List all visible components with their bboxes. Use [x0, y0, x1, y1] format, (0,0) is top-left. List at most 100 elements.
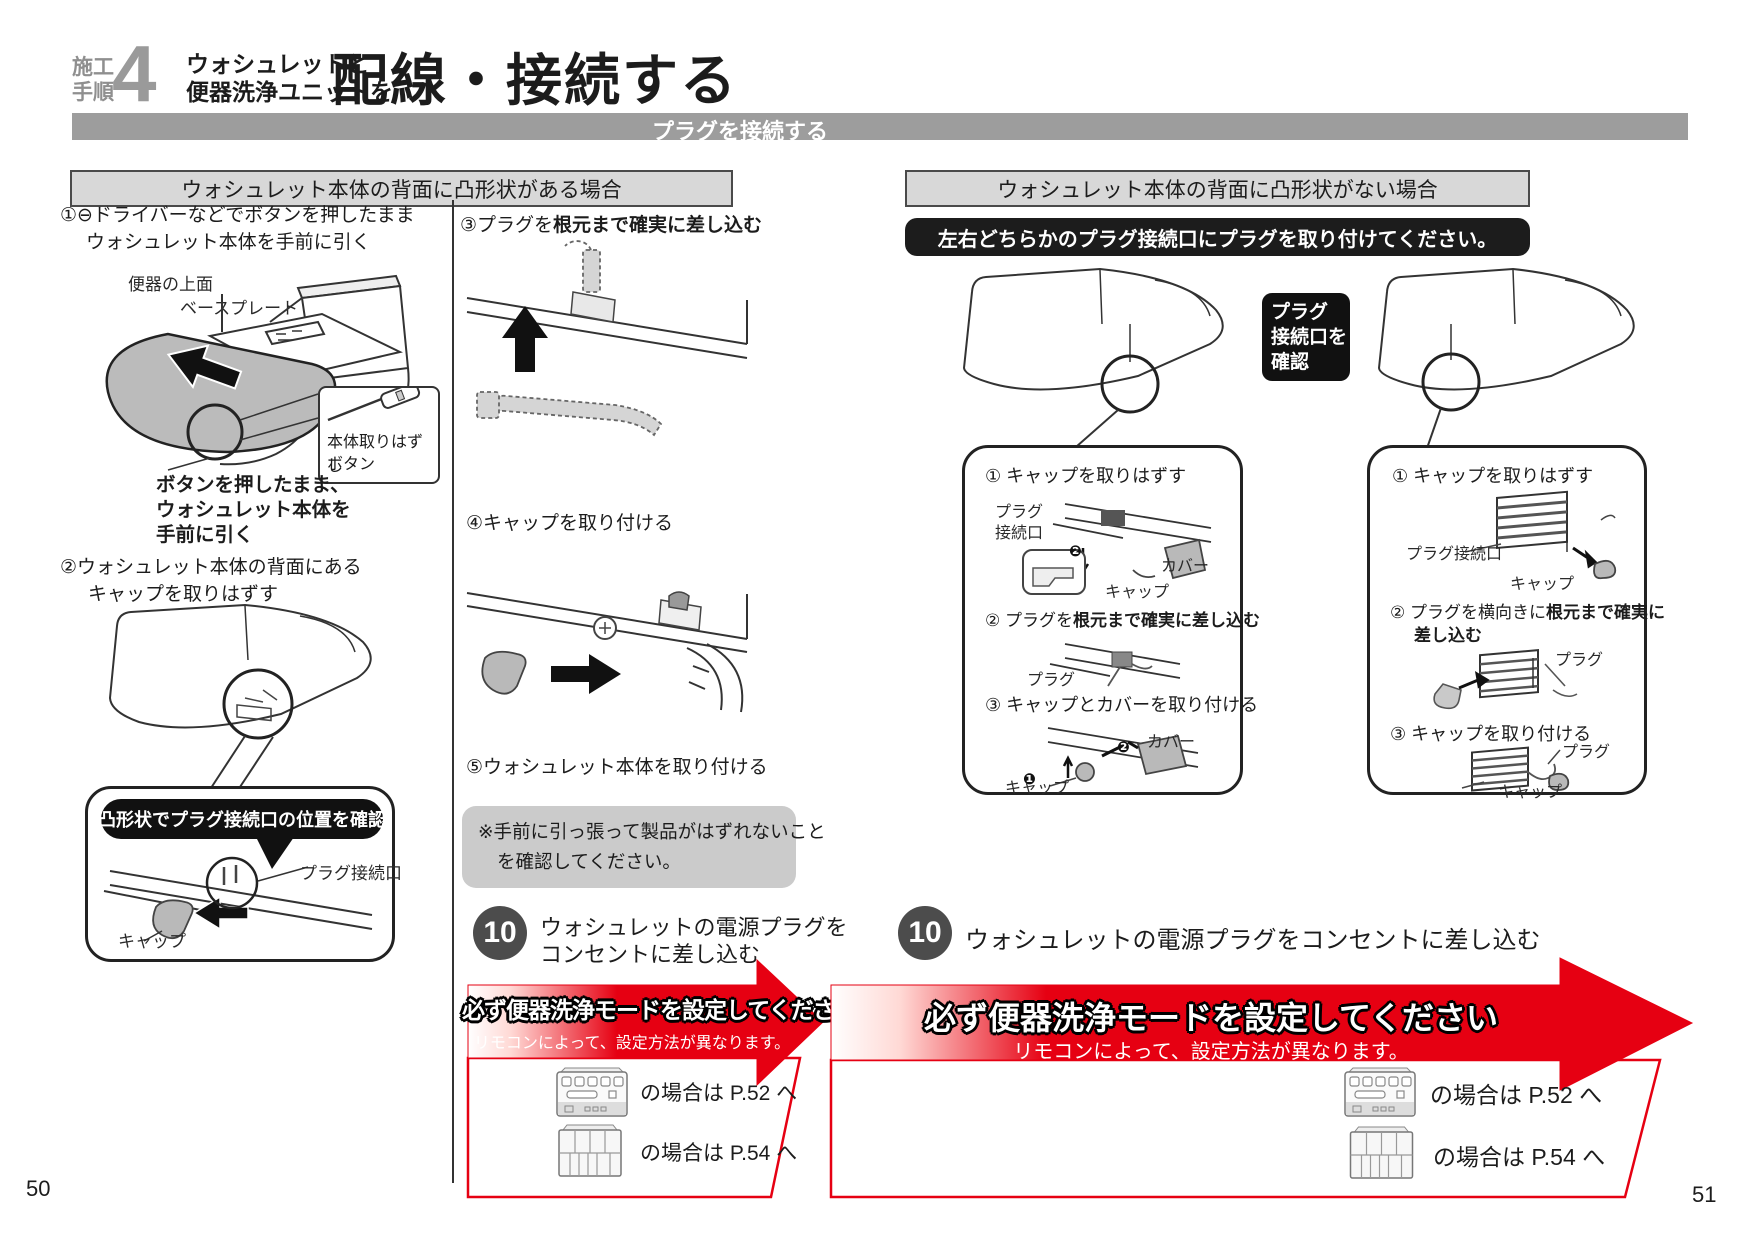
- step10-circle-right: 10: [898, 906, 952, 960]
- magnifier-circle: [186, 403, 244, 461]
- bubbleA-label-cap2: キャップ: [1005, 780, 1070, 797]
- bubbleA-fig2: [1049, 643, 1181, 687]
- right-banner-subtitle: リモコンによって、設定方法が異なります。: [1013, 1041, 1409, 1063]
- bubbleB-label-port: プラグ接続口: [1406, 546, 1503, 563]
- title-lead-line1: ウォシュレットと: [186, 51, 370, 77]
- procedure-tag-line1: 施工: [72, 56, 114, 79]
- plug-position-bubble: 凸形状でプラグ接続口の位置を確認 プラグ接続口 キャップ: [85, 786, 402, 962]
- bubbleB-label-cap2: キャップ: [1498, 784, 1563, 801]
- page-title: 配線・接続する: [332, 49, 738, 112]
- remote-a-icon-right: [1344, 1067, 1416, 1117]
- cap-attach-illustration: [466, 591, 748, 713]
- bubbleB-step2-bold1: 根元まで確実に: [1545, 603, 1665, 622]
- bubbleB-fig1: [1464, 490, 1617, 580]
- left-step1-line2: ウォシュレット本体を手前に引く: [86, 232, 371, 253]
- bubbleA-label-cover2: カバー: [1147, 734, 1196, 751]
- note-line2: を確認してください。: [497, 851, 681, 872]
- bubbleA-step2-bold: 根元まで確実に差し込む: [1072, 611, 1260, 630]
- remote-b-icon: [558, 1124, 622, 1177]
- callout-line2: ボタン: [327, 456, 376, 473]
- right-case-54: の場合は P.54 へ: [1433, 1144, 1606, 1170]
- remote-b-icon-right: [1349, 1126, 1414, 1179]
- check-line3: 確認: [1271, 352, 1310, 373]
- column-divider: [452, 200, 454, 1183]
- pull-line3: 手前に引く: [156, 524, 254, 546]
- bubbleA-marker-2: ❷: [1069, 543, 1082, 560]
- left-step1-line1: ①⊖ドライバーなどでボタンを押したまま: [60, 205, 415, 226]
- section-bar-label: プラグを接続する: [652, 119, 829, 144]
- left-step3: ③プラグを根元まで確実に差し込む: [460, 210, 762, 237]
- plug-insert-illustration: [466, 240, 748, 437]
- callout-line1: 本体取りはずし: [327, 434, 424, 475]
- step10-text-right: ウォシュレットの電源プラグをコンセントに差し込む: [965, 927, 1541, 954]
- left-step2-line2: キャップを取りはずす: [88, 584, 279, 605]
- left-banner-title: 必ず便器洗浄モードを設定してください: [462, 997, 858, 1023]
- label-baseplate: ベースプレート: [180, 299, 299, 318]
- right-arrow: [551, 654, 621, 694]
- bubbleB-step2-prefix: ② プラグを横向きに: [1390, 603, 1546, 622]
- pull-check-note: ※手前に引っ張って製品がはずれないこと を確認してください。: [462, 806, 826, 888]
- bubbleB-label-plug: プラグ: [1555, 652, 1604, 669]
- bubbleA-label-plug: プラグ: [995, 504, 1044, 521]
- bubbleB-step2-line2: 差し込む: [1414, 626, 1482, 645]
- bubbleA-step2-prefix: ② プラグを: [985, 611, 1073, 630]
- bubbleA-label-port: 接続口: [995, 525, 1044, 542]
- left-banner-subtitle: リモコンによって、設定方法が異なります。: [473, 1035, 791, 1052]
- steps-bubble-left: ① キャップを取りはずす プラグ 接続口 ❷ カバー キャップ ② プラグを根元…: [962, 445, 1260, 797]
- bubbleB-label-plug2: プラグ: [1562, 744, 1611, 761]
- bubble-title-pill: 凸形状でプラグ接続口の位置を確認: [98, 799, 386, 839]
- steps-bubble-right: ① キャップを取りはずす プラグ接続口 キャップ ② プラグを横向きに根元まで確…: [1367, 445, 1665, 801]
- step3-prefix: ③プラグを: [460, 215, 554, 236]
- section-bar: プラグを接続する: [72, 113, 1688, 144]
- title-lead: ウォシュレットと 便器洗浄ユニットを: [186, 50, 393, 106]
- bubbleA-step3: ③ キャップとカバーを取り付ける: [985, 695, 1259, 715]
- washlet-underside-illustration: [108, 603, 372, 791]
- bubbleA-fig3: [1047, 727, 1199, 787]
- check-line1: プラグ: [1271, 302, 1329, 323]
- pull-direction-arrow: [166, 344, 243, 390]
- magnifier-circle: [222, 668, 294, 740]
- step3-bold: 根元まで確実に差し込む: [553, 215, 763, 236]
- page-number-left: 50: [26, 1176, 51, 1201]
- right-case-52: の場合は P.52 へ: [1430, 1082, 1603, 1108]
- bubbleA-step1: ① キャップを取りはずす: [985, 466, 1187, 486]
- bubbleB-fig3: [1461, 746, 1570, 792]
- right-instruction-bar: 左右どちらかのプラグ接続口にプラグを取り付けてください。: [905, 218, 1530, 256]
- procedure-tag-line2: 手順: [72, 81, 114, 104]
- left-case-54: の場合は P.54 へ: [640, 1142, 798, 1165]
- up-arrow: [502, 306, 548, 372]
- left-step5: ⑤ウォシュレット本体を取り付ける: [466, 757, 768, 778]
- pill-pointer-wedge: [256, 837, 294, 869]
- bubbleA-step2: ② プラグを根元まで確実に差し込む: [985, 606, 1260, 631]
- magnifier-circle: [1100, 354, 1160, 414]
- bubbleB-fig2: [1433, 649, 1578, 710]
- plug-port-check-box: プラグ 接続口を 確認: [1262, 293, 1350, 381]
- right-banner-title: 必ず便器洗浄モードを設定してください: [923, 1000, 1499, 1036]
- bubbleB-label-cap: キャップ: [1510, 576, 1575, 593]
- magnifier-circle: [1421, 352, 1481, 412]
- step10-line2: コンセントに差し込む: [540, 942, 761, 967]
- procedure-tag: 施工 手順: [72, 55, 114, 105]
- left-step4: ④キャップを取り付ける: [466, 513, 674, 534]
- bubbleA-fig1: [1022, 503, 1212, 595]
- toilet-wash-mode-banner-shape-right: [829, 957, 1694, 1199]
- procedure-number: 4: [112, 29, 157, 118]
- release-button-callout: 本体取りはずし ボタン: [318, 386, 440, 484]
- step10-circle: 10: [473, 906, 527, 960]
- bubbleA-label-plug2: プラグ: [1027, 672, 1076, 689]
- bubbleB-step1: ① キャップを取りはずす: [1392, 466, 1594, 486]
- bubbleA-label-cover: カバー: [1161, 558, 1210, 575]
- left-section-header: ウォシュレット本体の背面に凸形状がある場合: [70, 170, 733, 207]
- toilet-wash-mode-banner-shape: [466, 958, 824, 1199]
- bubbleA-label-cap: キャップ: [1105, 584, 1170, 601]
- page-number-right: 51: [1692, 1182, 1717, 1207]
- left-step2-line1: ②ウォシュレット本体の背面にある: [60, 557, 362, 578]
- pull-line2: ウォシュレット本体を: [156, 499, 351, 521]
- step10-line1: ウォシュレットの電源プラグを: [540, 915, 848, 940]
- label-bowl-top: 便器の上面: [128, 275, 213, 294]
- label-cap: キャップ: [118, 932, 186, 951]
- bubbleB-step2-line1: ② プラグを横向きに根元まで確実に: [1390, 598, 1665, 623]
- driver-icon: [327, 388, 421, 422]
- toilet-illustration: [105, 274, 410, 471]
